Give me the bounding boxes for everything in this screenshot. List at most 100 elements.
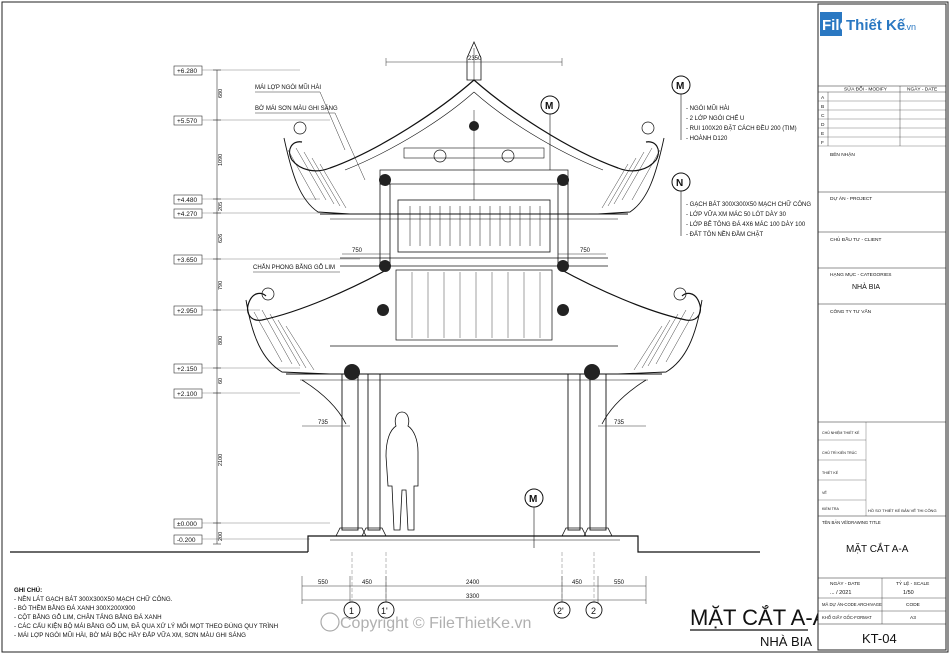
svg-text:790: 790 xyxy=(218,281,224,290)
svg-text:- BÓ THỀM BẰNG ĐÁ XANH 300X200: - BÓ THỀM BẰNG ĐÁ XANH 300X200X900 xyxy=(14,604,136,612)
drawing-title: MẶT CẮT A-A NHÀ BIA xyxy=(690,605,828,649)
svg-text:BỜ MÁI SƠN MÀU GHI SÁNG: BỜ MÁI SƠN MÀU GHI SÁNG xyxy=(255,105,338,112)
svg-text:450: 450 xyxy=(572,580,583,586)
svg-text:3300: 3300 xyxy=(466,594,480,600)
notes-m: - NGÓI MŨI HÀI - 2 LỚP NGÓI CHẾ U - RUI … xyxy=(686,105,797,142)
svg-text:- RUI 100X20 ĐẶT CÁCH ĐỀU 200: - RUI 100X20 ĐẶT CÁCH ĐỀU 200 (TIM) xyxy=(686,125,797,132)
svg-text:2400: 2400 xyxy=(466,580,480,586)
svg-text:HỒ SƠ THIẾT KẾ BẢN VẼ THI CÔNG: HỒ SƠ THIẾT KẾ BẢN VẼ THI CÔNG xyxy=(868,508,937,513)
svg-text:CHỦ NHIỆM THIẾT KẾ: CHỦ NHIỆM THIẾT KẾ xyxy=(822,430,860,435)
level-mark: +3.650 xyxy=(173,254,360,265)
svg-text:File: File xyxy=(822,17,848,34)
pavilion-section xyxy=(10,41,760,553)
svg-text:200: 200 xyxy=(218,532,224,541)
svg-text:+2.950: +2.950 xyxy=(177,308,197,315)
logo: File Thiết Kế .vn xyxy=(820,12,916,36)
svg-text:- LỚP BÊ TÔNG ĐÁ 4X6 MÁC 100 D: - LỚP BÊ TÔNG ĐÁ 4X6 MÁC 100 DÀY 100 xyxy=(686,220,806,228)
svg-text:HẠNG MỤC - CATEGORIES: HẠNG MỤC - CATEGORIES xyxy=(830,272,891,278)
svg-text:TỶ LỆ - SCALE: TỶ LỆ - SCALE xyxy=(896,579,929,587)
svg-text:KHỔ GIẤY GỐC-FORMAT: KHỔ GIẤY GỐC-FORMAT xyxy=(822,615,872,620)
svg-text:CHẮN PHONG BẰNG GỖ LIM: CHẮN PHONG BẰNG GỖ LIM xyxy=(253,263,335,271)
svg-text:+4.480: +4.480 xyxy=(177,197,197,204)
svg-text:... / 2021: ... / 2021 xyxy=(830,590,851,596)
axis-bubbles: 1 1' 2' 2 xyxy=(343,552,603,619)
svg-text:+6.280: +6.280 xyxy=(177,68,197,75)
level-mark: -0.200 xyxy=(173,534,310,545)
svg-text:KIỂM TRA: KIỂM TRA xyxy=(822,506,840,511)
svg-text:MẶT CẮT A-A: MẶT CẮT A-A xyxy=(690,605,828,630)
svg-text:- LỚP VỮA XM MÁC 50 LÓT DÀY 30: - LỚP VỮA XM MÁC 50 LÓT DÀY 30 xyxy=(686,211,787,218)
svg-text:+5.570: +5.570 xyxy=(177,118,197,125)
svg-text:TÊN BẢN VẼ/DRAWING TITLE: TÊN BẢN VẼ/DRAWING TITLE xyxy=(822,520,881,525)
svg-text:Copyright © FileThietKe.vn: Copyright © FileThietKe.vn xyxy=(340,615,531,632)
level-mark: +5.570 xyxy=(173,115,330,126)
svg-text:550: 550 xyxy=(614,580,625,586)
title-block: File Thiết Kế .vn SỬA ĐỔI - MODIFY NGÀY … xyxy=(817,3,947,651)
svg-text:450: 450 xyxy=(362,580,373,586)
svg-text:- GẠCH BÁT 300X300X50 MẠCH CHỮ: - GẠCH BÁT 300X300X50 MẠCH CHỮ CÔNG xyxy=(686,201,811,208)
svg-text:MÁI LỢP NGÓI MŨI HÀI: MÁI LỢP NGÓI MŨI HÀI xyxy=(255,84,321,91)
detail-marker-n: N xyxy=(671,172,691,236)
svg-text:MÃ DỰ ÁN-CODE ARCHIVAGE: MÃ DỰ ÁN-CODE ARCHIVAGE xyxy=(822,602,882,607)
svg-text:E: E xyxy=(821,131,824,137)
svg-text:550: 550 xyxy=(318,580,329,586)
svg-text:- MÁI LỢP NGÓI MŨI HÀI, BỜ MÁI: - MÁI LỢP NGÓI MŨI HÀI, BỜ MÁI BỘC HẦY Đ… xyxy=(14,631,246,639)
detail-marker-m-top: M xyxy=(671,75,691,140)
svg-text:M: M xyxy=(529,494,537,505)
svg-text:- CỘT BẰNG GỖ LIM, CHÂN TẢNG B: - CỘT BẰNG GỖ LIM, CHÂN TẢNG BẰNG ĐÁ XAN… xyxy=(14,613,162,621)
svg-text:.vn: .vn xyxy=(904,22,916,32)
svg-text:-0.200: -0.200 xyxy=(177,537,196,544)
svg-text:- NGÓI MŨI HÀI: - NGÓI MŨI HÀI xyxy=(686,105,730,112)
svg-text:2: 2 xyxy=(591,606,596,616)
svg-text:MẶT CẮT A-A: MẶT CẮT A-A xyxy=(846,542,909,555)
axis-bubble: 1 xyxy=(343,601,361,619)
svg-text:B: B xyxy=(821,104,824,110)
svg-text:1': 1' xyxy=(381,606,388,616)
svg-text:D: D xyxy=(821,122,825,128)
axis-bubble: 2 xyxy=(585,601,603,619)
detail-marker-m-mid: M xyxy=(540,95,560,170)
svg-text:N: N xyxy=(676,178,683,189)
svg-text:626: 626 xyxy=(218,234,224,243)
callouts: MÁI LỢP NGÓI MŨI HÀI BỜ MÁI SƠN MÀU GHI … xyxy=(253,84,366,273)
svg-text:1/50: 1/50 xyxy=(903,590,914,596)
general-notes: GHI CHÚ: - NỀN LÁT GẠCH BÁT 300X300X50 M… xyxy=(14,587,278,639)
svg-text:- 2 LỚP NGÓI CHẾ U: - 2 LỚP NGÓI CHẾ U xyxy=(686,115,744,122)
svg-text:THIẾT KẾ: THIẾT KẾ xyxy=(822,470,839,475)
svg-text:±0.000: ±0.000 xyxy=(177,521,197,528)
svg-text:CHỦ TRÌ KIẾN TRÚC: CHỦ TRÌ KIẾN TRÚC xyxy=(822,450,857,455)
svg-text:+2.150: +2.150 xyxy=(177,366,197,373)
axis-bubble: 2' xyxy=(553,601,571,619)
svg-text:NGÀY - DATE: NGÀY - DATE xyxy=(830,580,860,587)
svg-text:205: 205 xyxy=(218,202,224,211)
svg-text:A: A xyxy=(821,95,825,101)
svg-text:680: 680 xyxy=(218,89,224,98)
copyright-watermark: Copyright © FileThietKe.vn xyxy=(320,612,531,632)
svg-text:+3.650: +3.650 xyxy=(177,257,197,264)
level-mark: ±0.000 xyxy=(173,518,330,529)
level-mark: +4.480 xyxy=(173,194,320,205)
level-mark: +6.280 xyxy=(173,65,300,76)
svg-text:F: F xyxy=(821,140,824,146)
level-marks: +6.280 +5.570 +4.480 +4.270 +3.650 +2.95… xyxy=(173,65,360,545)
svg-text:GHI CHÚ:: GHI CHÚ: xyxy=(14,587,42,594)
svg-text:CHỦ ĐẦU TƯ - CLIENT: CHỦ ĐẦU TƯ - CLIENT xyxy=(830,236,882,243)
svg-text:- ĐẤT TÔN NỀN ĐẦM CHẶT: - ĐẤT TÔN NỀN ĐẦM CHẶT xyxy=(686,231,763,238)
svg-text:750: 750 xyxy=(580,248,591,254)
detail-marker-m-bottom: M xyxy=(524,488,544,548)
svg-text:CODE: CODE xyxy=(906,602,920,608)
svg-text:M: M xyxy=(545,101,553,112)
svg-text:800: 800 xyxy=(218,336,224,345)
notes-n: - GẠCH BÁT 300X300X50 MẠCH CHỮ CÔNG - LỚ… xyxy=(686,201,811,238)
level-mark: +2.950 xyxy=(173,305,260,316)
svg-text:C: C xyxy=(821,113,825,119)
svg-text:+4.270: +4.270 xyxy=(177,211,197,218)
level-mark: +2.100 xyxy=(173,388,300,399)
svg-text:735: 735 xyxy=(614,420,625,426)
svg-text:NGÀY - DATE: NGÀY - DATE xyxy=(907,86,937,93)
level-mark: +4.270 xyxy=(173,208,320,219)
svg-text:735: 735 xyxy=(318,420,329,426)
svg-text:1090: 1090 xyxy=(218,154,224,166)
svg-text:2': 2' xyxy=(557,606,564,616)
